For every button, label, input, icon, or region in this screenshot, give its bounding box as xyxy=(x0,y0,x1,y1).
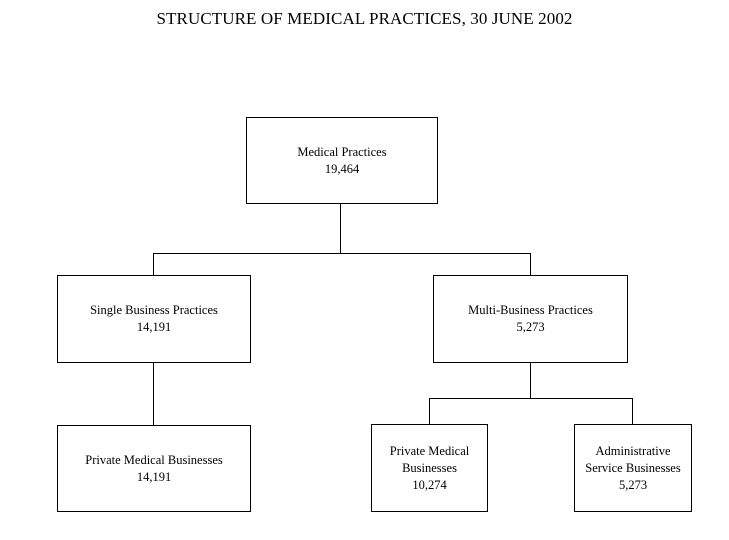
connector-to-multi-business xyxy=(530,253,531,275)
connector-level2-bar xyxy=(153,253,531,254)
node-single-private-medical-businesses[interactable]: Private Medical Businesses 14,191 xyxy=(57,425,251,512)
node-administrative-service-businesses-value: 5,273 xyxy=(618,477,648,492)
connector-to-multi-private-medical xyxy=(429,398,430,425)
node-medical-practices-value: 19,464 xyxy=(324,161,360,176)
node-single-private-medical-businesses-value: 14,191 xyxy=(136,469,172,484)
connector-multi-business-stem xyxy=(530,362,531,399)
connector-root-stem xyxy=(340,203,341,254)
node-single-business-practices[interactable]: Single Business Practices 14,191 xyxy=(57,275,251,363)
node-multi-private-medical-businesses-label-line1: Private Medical xyxy=(389,443,470,458)
node-multi-business-practices-label: Multi-Business Practices xyxy=(468,303,593,317)
node-single-private-medical-businesses-label: Private Medical Businesses xyxy=(85,452,223,467)
node-single-business-practices-value: 14,191 xyxy=(136,320,172,334)
node-medical-practices-label: Medical Practices xyxy=(297,144,387,159)
node-multi-business-practices[interactable]: Multi-Business Practices 5,273 xyxy=(433,275,628,363)
node-multi-private-medical-businesses[interactable]: Private Medical Businesses 10,274 xyxy=(371,424,488,512)
node-multi-business-practices-value: 5,273 xyxy=(516,320,545,334)
connector-level3-bar xyxy=(429,398,633,399)
node-administrative-service-businesses-label-line1: Administrative xyxy=(595,443,671,458)
chart-title: STRUCTURE OF MEDICAL PRACTICES, 30 JUNE … xyxy=(156,9,573,28)
node-medical-practices[interactable]: Medical Practices 19,464 xyxy=(246,117,438,204)
node-multi-private-medical-businesses-label-line2: Businesses xyxy=(402,460,457,475)
node-single-business-practices-label: Single Business Practices xyxy=(90,303,218,317)
connector-single-business-to-child xyxy=(153,362,154,425)
node-administrative-service-businesses-label-line2: Service Businesses xyxy=(585,460,681,475)
connector-to-multi-admin-service xyxy=(632,398,633,425)
connector-to-single-business xyxy=(153,253,154,275)
node-administrative-service-businesses[interactable]: Administrative Service Businesses 5,273 xyxy=(574,424,692,512)
node-multi-private-medical-businesses-value: 10,274 xyxy=(412,477,447,492)
